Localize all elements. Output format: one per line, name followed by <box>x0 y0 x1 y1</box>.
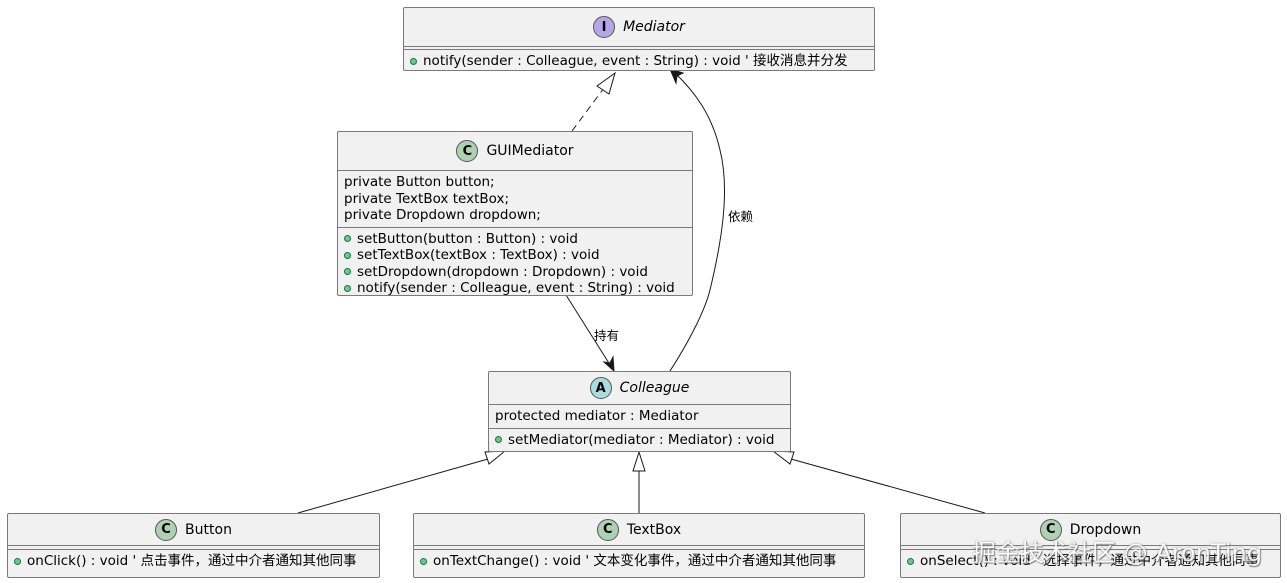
mediator-class[interactable]: I Mediator notify(sender : Colleague, ev… <box>403 7 875 71</box>
method-row: notify(sender : Colleague, event : Strin… <box>344 280 686 297</box>
realization-arrowhead <box>596 71 616 95</box>
inheritance-arrowhead-dropdown <box>771 450 795 465</box>
method-row: setMediator(mediator : Mediator) : void <box>495 432 784 449</box>
gui-mediator-header: C GUIMediator <box>338 132 692 170</box>
public-method-icon <box>907 557 914 565</box>
method-row: setDropdown(dropdown : Dropdown) : void <box>344 264 686 281</box>
button-class[interactable]: C Button onClick() : void ' 点击事件，通过中介者通知… <box>7 513 380 578</box>
textbox-header: C TextBox <box>414 514 864 545</box>
watermark: 掘金技术社区 @ AronTing <box>972 539 1262 567</box>
class-name: GUIMediator <box>486 143 574 159</box>
inheritance-arrowhead-textbox <box>632 450 646 472</box>
field-row: protected mediator : Mediator <box>495 408 699 424</box>
class-name: Colleague <box>619 380 690 396</box>
method-row: onTextChange() : void ' 文本变化事件，通过中介者通知其他… <box>420 553 858 570</box>
association-edge <box>565 294 613 369</box>
public-method-icon <box>420 557 427 565</box>
field-row: private Button button; <box>344 174 495 190</box>
class-name: TextBox <box>626 521 682 538</box>
dropdown-class[interactable]: C Dropdown onSelect() : void ' 选择事件，通过中介… <box>900 513 1281 578</box>
method-row: onClick() : void ' 点击事件，通过中介者通知其他同事 <box>14 553 373 570</box>
class-badge-icon: C <box>596 518 619 541</box>
field-list: protected mediator : Mediator <box>489 405 790 428</box>
interface-badge-icon: I <box>593 16 616 38</box>
method-row: setTextBox(textBox : TextBox) : void <box>344 247 686 264</box>
button-header: C Button <box>8 514 379 545</box>
method-list: setButton(button : Button) : void setTex… <box>338 228 692 300</box>
public-method-icon <box>344 268 351 276</box>
method-row: onSelect() : void ' 选择事件，通过中介者通知其他同事 <box>907 553 1274 570</box>
colleague-header: A Colleague <box>489 372 790 404</box>
depends-label: 依赖 <box>728 209 754 224</box>
public-method-icon <box>495 436 502 444</box>
abstract-badge-icon: A <box>589 377 612 399</box>
public-method-icon <box>344 235 351 243</box>
dependency-edge <box>669 71 726 372</box>
mediator-header: I Mediator <box>404 8 874 46</box>
dropdown-header: C Dropdown <box>901 514 1280 545</box>
public-method-icon <box>344 251 351 259</box>
class-badge-icon: C <box>155 518 178 541</box>
method-list: setMediator(mediator : Mediator) : void <box>489 429 790 452</box>
realization-edge <box>571 87 605 132</box>
colleague-class[interactable]: A Colleague protected mediator : Mediato… <box>488 371 791 452</box>
textbox-class[interactable]: C TextBox onTextChange() : void ' 文本变化事件… <box>413 513 865 578</box>
public-method-icon <box>410 57 417 65</box>
field-list: private Button button; private TextBox t… <box>338 171 692 227</box>
public-method-icon <box>14 557 21 565</box>
class-name: Button <box>185 521 232 538</box>
method-row: notify(sender : Colleague, event : Strin… <box>410 53 868 70</box>
field-row: private Dropdown dropdown; <box>344 207 541 223</box>
gui-mediator-class[interactable]: C GUIMediator private Button button; pri… <box>337 131 693 296</box>
field-row: private TextBox textBox; <box>344 190 509 207</box>
association-arrowhead <box>602 355 615 373</box>
holds-label: 持有 <box>594 328 620 343</box>
class-name: Dropdown <box>1069 521 1142 538</box>
class-name: Mediator <box>623 19 685 35</box>
method-row: setButton(button : Button) : void <box>344 231 686 248</box>
class-badge-icon: C <box>456 140 479 162</box>
public-method-icon <box>344 284 351 292</box>
inheritance-edge-button <box>297 458 489 514</box>
inheritance-arrowhead-button <box>484 450 507 465</box>
class-badge-icon: C <box>1039 518 1062 541</box>
dependency-arrowhead <box>669 68 685 85</box>
inheritance-edge-dropdown <box>790 458 986 514</box>
